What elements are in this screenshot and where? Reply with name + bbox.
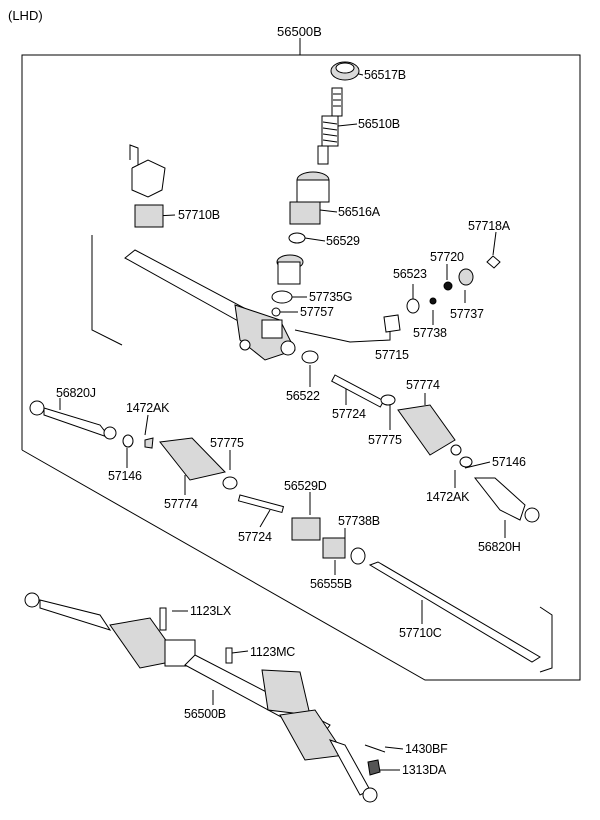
part-label[interactable]: 1123MC (250, 645, 296, 659)
part-label[interactable]: 1313DA (402, 763, 446, 777)
assembled-view (24, 592, 386, 803)
part-label[interactable]: 56529D (284, 479, 327, 493)
part-label[interactable]: 1123LX (190, 604, 231, 618)
part-label[interactable]: 57735G (309, 290, 353, 304)
part-label[interactable]: 57724 (332, 407, 366, 421)
part-label[interactable]: 56555B (310, 577, 352, 591)
part-label[interactable]: 56517B (364, 68, 406, 82)
part-label[interactable]: 57724 (238, 530, 272, 544)
part-label[interactable]: 56510B (358, 117, 400, 131)
part-label[interactable]: 57774 (164, 497, 198, 511)
part-label[interactable]: 56522 (286, 389, 320, 403)
part-label[interactable]: 57738B (338, 514, 380, 528)
part-label[interactable]: 1430BF (405, 742, 448, 756)
small-parts-right (383, 255, 501, 333)
part-label[interactable]: 57774 (406, 378, 440, 392)
part-label[interactable]: 56820H (478, 540, 521, 554)
part-label[interactable]: 57146 (492, 455, 526, 469)
assembly-frame (21, 38, 581, 681)
part-label[interactable]: 57146 (108, 469, 142, 483)
part-label[interactable]: 56500B (184, 707, 226, 721)
inner-rack-upper (301, 350, 540, 523)
part-label[interactable]: 1472AK (126, 401, 170, 415)
part-label[interactable]: 57737 (450, 307, 484, 321)
part-label[interactable]: 1472AK (426, 490, 470, 504)
part-label[interactable]: 57738 (413, 326, 447, 340)
part-label[interactable]: 57720 (430, 250, 464, 264)
part-label[interactable]: 57710C (399, 626, 442, 640)
part-label[interactable]: 57715 (375, 348, 409, 362)
part-label[interactable]: 56529 (326, 234, 360, 248)
part-label[interactable]: 57775 (368, 433, 402, 447)
part-label[interactable]: 56523 (393, 267, 427, 281)
assembly-number-top: 56500B (277, 24, 322, 39)
left-tie-rod-group (29, 400, 541, 663)
input-shaft-group (271, 61, 360, 317)
part-label[interactable]: 57718A (468, 219, 510, 233)
part-label[interactable]: 56820J (56, 386, 96, 400)
part-label[interactable]: 57710B (178, 208, 220, 222)
rack-housing (124, 144, 296, 361)
part-label[interactable]: 57757 (300, 305, 334, 319)
variant-label: (LHD) (8, 8, 43, 23)
part-label[interactable]: 56516A (338, 205, 380, 219)
part-label[interactable]: 57775 (210, 436, 244, 450)
